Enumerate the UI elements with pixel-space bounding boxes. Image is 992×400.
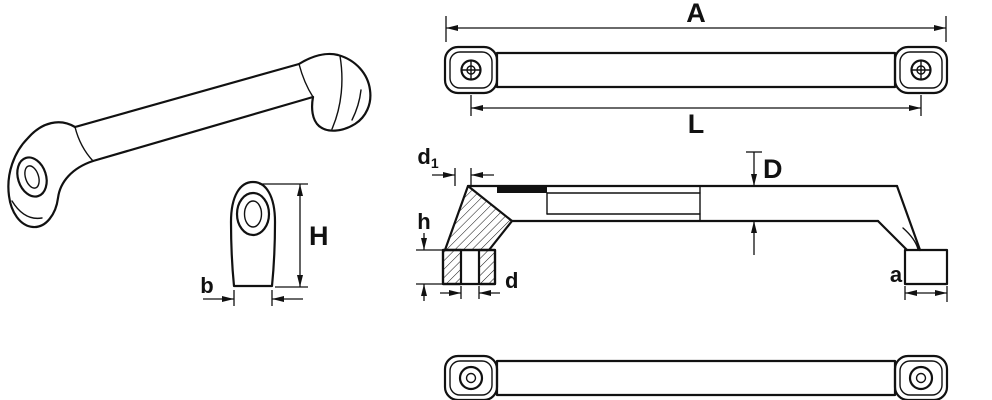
dim-label-a: a (890, 262, 903, 287)
dim-A (445, 16, 947, 42)
left-foot-hole-outer (16, 156, 48, 198)
foot-hole-inner (243, 200, 263, 228)
left-grip-outline (7, 121, 95, 229)
right-grip-outline (297, 52, 372, 132)
isometric-view (7, 52, 372, 229)
right-screw-hole-inner (915, 372, 927, 384)
dim-label-d1-main: d (417, 144, 430, 169)
left-foot-hole-inner (24, 165, 40, 189)
foot-hole-outer (235, 191, 271, 237)
tube-top-edge (73, 62, 301, 129)
dim-label-L: L (688, 109, 705, 139)
tube-bottom-edge (91, 95, 315, 163)
handle-bar (495, 359, 897, 397)
right-foot-molding-line (902, 227, 919, 250)
dim-d1 (432, 168, 494, 186)
tube-right-joint (298, 63, 314, 98)
dim-h (416, 233, 443, 301)
dim-label-A: A (686, 0, 706, 28)
right-foot-outer-edge (895, 184, 922, 252)
bottom-view (443, 354, 949, 400)
right-screw-hole (908, 365, 934, 391)
end-foot-view: H b (200, 180, 329, 306)
dim-label-d: d (505, 268, 518, 293)
right-end-cap (893, 354, 949, 400)
dim-L (470, 95, 922, 116)
foot-front-outline (229, 180, 277, 288)
dim-b (203, 290, 303, 306)
dim-d (440, 286, 500, 299)
dim-label-D: D (763, 154, 783, 184)
left-screw-hole (458, 365, 484, 391)
right-foot-inner-edge (876, 219, 909, 252)
section-wall-solid (497, 186, 547, 193)
right-foot-base (903, 248, 949, 286)
dim-D (746, 151, 762, 255)
dim-label-H: H (309, 221, 329, 251)
left-foot-section-hatch (443, 184, 514, 252)
left-base-hatch-left (441, 248, 463, 286)
dim-label-d1-subscript: 1 (431, 155, 439, 171)
dim-label-d1: d1 (417, 144, 438, 171)
side-section-view: D d1 h d a (416, 144, 949, 302)
right-cap-inner-contour (899, 51, 943, 89)
foot-outline (229, 180, 277, 288)
dim-H (259, 183, 308, 288)
right-grip-base-line (351, 89, 362, 121)
left-cap-inner-contour (449, 360, 493, 396)
right-cap-inner-contour (899, 360, 943, 396)
dim-a (904, 286, 948, 302)
left-cap-inner-contour (449, 51, 493, 89)
left-grip-base-line (11, 200, 43, 220)
dim-label-h: h (417, 209, 430, 234)
tube-left-joint (74, 126, 94, 162)
top-view: A L (443, 0, 949, 139)
dim-label-b: b (200, 273, 213, 298)
left-base-hatch-right (477, 248, 497, 286)
right-grip-molding-line (331, 55, 343, 130)
left-screw-hole-inner (465, 372, 477, 384)
left-end-cap (443, 354, 499, 400)
top-view-outline (443, 45, 949, 95)
handle-bar (495, 51, 897, 89)
side-view-outline (441, 184, 949, 286)
